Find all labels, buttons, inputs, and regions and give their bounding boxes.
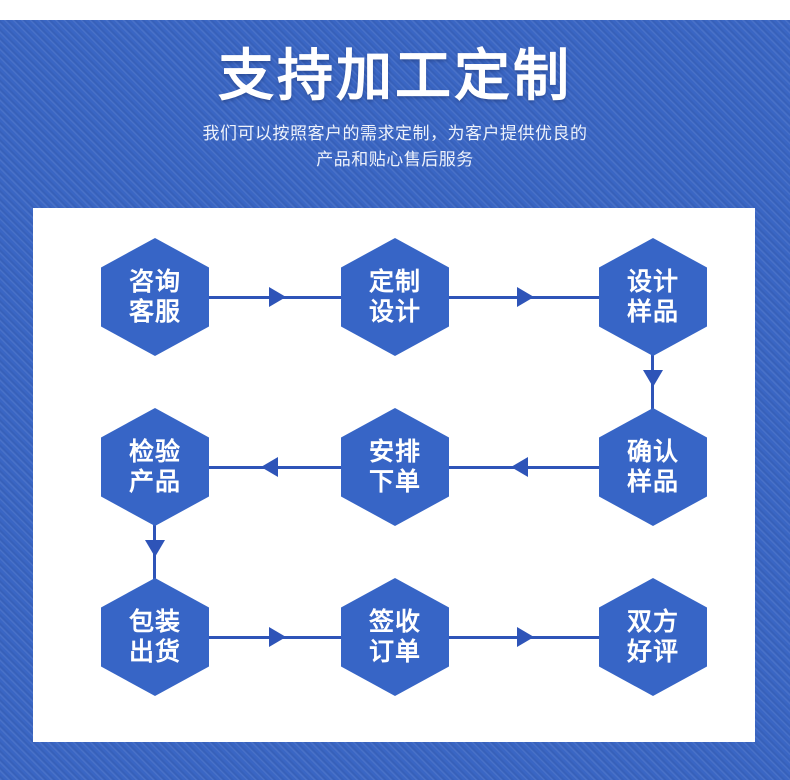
flow-node-label-line2: 样品 xyxy=(626,297,679,326)
flow-node-label-line1: 包装 xyxy=(128,607,181,636)
arrow-right-icon xyxy=(517,287,534,307)
page-subtitle: 我们可以按照客户的需求定制，为客户提供优良的 产品和贴心售后服务 xyxy=(0,107,790,174)
subtitle-line-1: 我们可以按照客户的需求定制，为客户提供优良的 xyxy=(202,123,588,144)
flow-node-label-line2: 产品 xyxy=(128,467,181,496)
flow-node-consult-service[interactable]: 咨询 客服 xyxy=(101,238,209,356)
flow-node-label-line1: 检验 xyxy=(128,437,181,466)
flow-node-package-ship[interactable]: 包装 出货 xyxy=(101,578,209,696)
flow-node-confirm-sample[interactable]: 确认 样品 xyxy=(599,408,707,526)
flow-node-label-line2: 设计 xyxy=(368,297,421,326)
flow-node-label-line1: 设计 xyxy=(626,267,679,296)
flowchart-card: 咨询 客服 定制 设计 设计 样品 检验 产品 安排 下单 确认 样品 xyxy=(33,208,755,742)
header-section: 支持加工定制 我们可以按照客户的需求定制，为客户提供优良的 产品和贴心售后服务 xyxy=(0,20,790,208)
flow-node-label-line2: 客服 xyxy=(128,297,181,326)
process-flow-diagram: 咨询 客服 定制 设计 设计 样品 检验 产品 安排 下单 确认 样品 xyxy=(33,208,755,742)
flow-node-label-line2: 订单 xyxy=(368,637,421,666)
arrow-right-icon xyxy=(269,627,286,647)
flow-node-label-line1: 咨询 xyxy=(128,267,181,296)
flow-node-sign-order[interactable]: 签收 订单 xyxy=(341,578,449,696)
arrow-left-icon xyxy=(261,457,278,477)
flow-node-label-line1: 定制 xyxy=(368,267,421,296)
flow-node-label-line1: 签收 xyxy=(368,607,421,636)
arrow-right-icon xyxy=(517,627,534,647)
flow-node-custom-design[interactable]: 定制 设计 xyxy=(341,238,449,356)
arrow-right-icon xyxy=(269,287,286,307)
flow-node-inspect-product[interactable]: 检验 产品 xyxy=(101,408,209,526)
page-title: 支持加工定制 xyxy=(218,44,572,109)
flow-node-arrange-order[interactable]: 安排 下单 xyxy=(341,408,449,526)
flow-node-label-line2: 下单 xyxy=(368,467,421,496)
flow-node-design-sample[interactable]: 设计 样品 xyxy=(599,238,707,356)
flow-node-label-line2: 出货 xyxy=(128,637,181,666)
subtitle-line-2: 产品和贴心售后服务 xyxy=(316,150,474,171)
arrow-down-icon xyxy=(145,540,165,557)
flow-node-label-line2: 样品 xyxy=(626,467,679,496)
arrow-down-icon xyxy=(643,370,663,387)
flow-node-label-line1: 确认 xyxy=(626,437,679,466)
flow-node-label-line1: 安排 xyxy=(368,437,421,466)
arrow-left-icon xyxy=(511,457,528,477)
flow-node-label-line1: 双方 xyxy=(626,607,679,636)
flow-node-label-line2: 好评 xyxy=(626,637,679,666)
flow-node-mutual-praise[interactable]: 双方 好评 xyxy=(599,578,707,696)
